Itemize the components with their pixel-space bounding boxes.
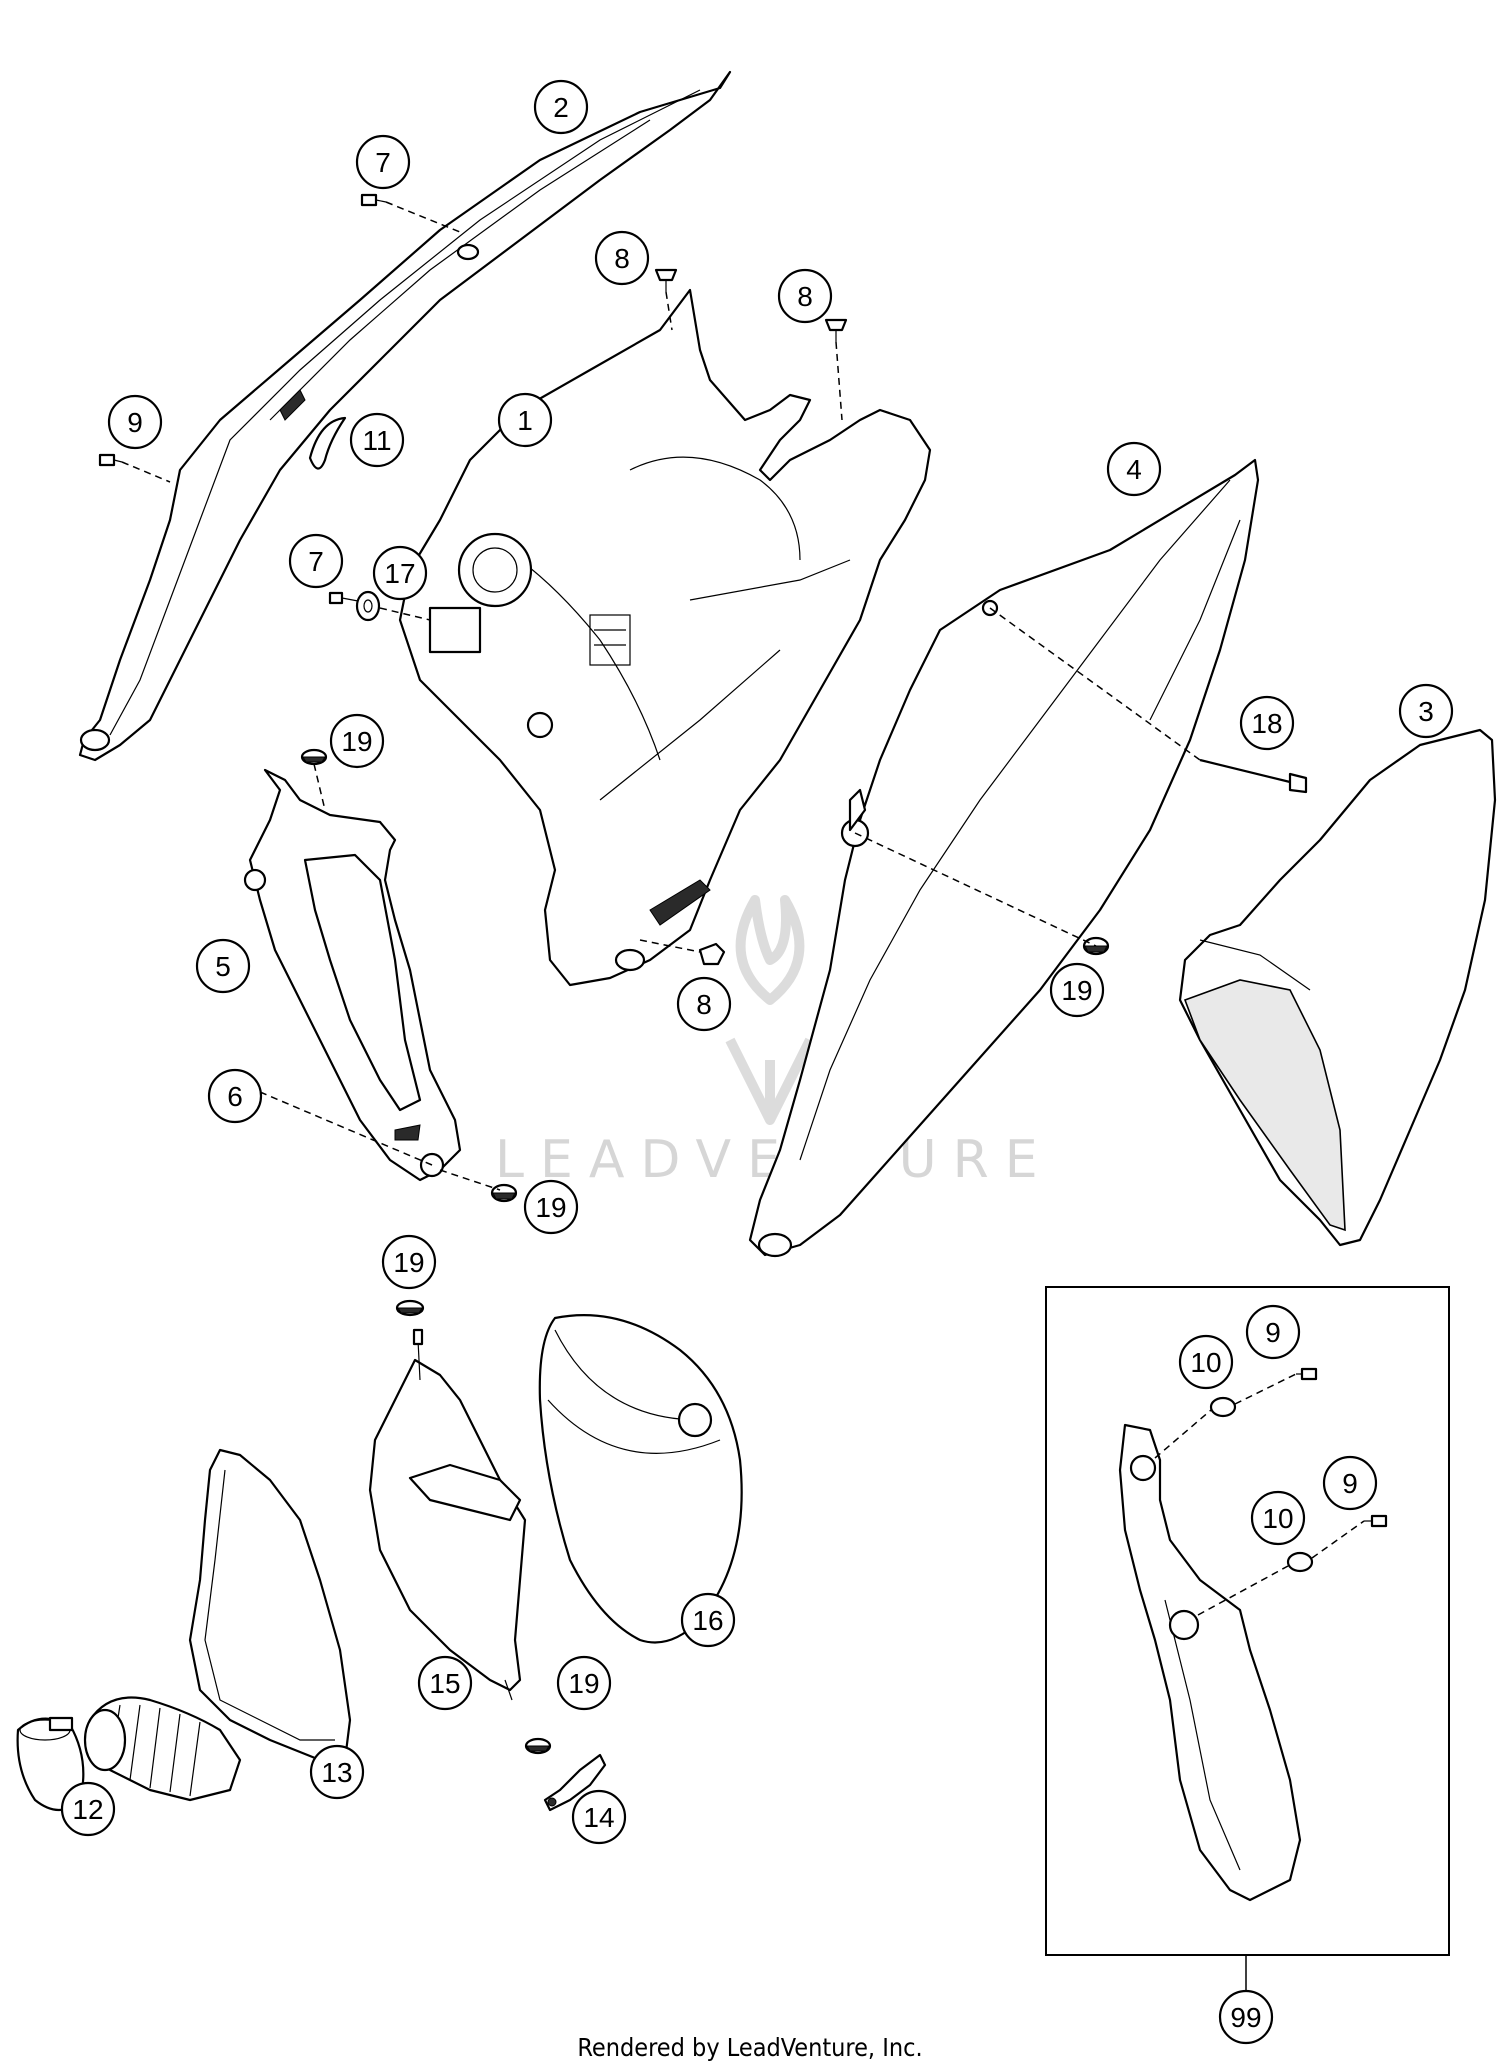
callout-19[interactable]: 19 (556, 1655, 612, 1711)
screw-8a-icon (654, 268, 678, 292)
part-11-clip (308, 416, 347, 470)
svg-text:10: 10 (1262, 1503, 1293, 1534)
part-4-side-panel (748, 458, 1260, 1258)
svg-text:16: 16 (692, 1605, 723, 1636)
svg-text:1: 1 (517, 405, 533, 436)
callout-2[interactable]: 2 (533, 79, 589, 135)
callout-19[interactable]: 19 (1049, 962, 1105, 1018)
part-2-side-rail (78, 70, 732, 762)
leader-lines (121, 201, 1365, 1990)
watermark-text: LEADVENTURE (495, 1130, 1054, 1190)
callout-19[interactable]: 19 (381, 1234, 437, 1290)
callout-13[interactable]: 13 (309, 1744, 365, 1800)
svg-text:7: 7 (375, 147, 391, 178)
callout-15[interactable]: 15 (417, 1655, 473, 1711)
part-3-side-cover (1178, 728, 1497, 1247)
callout-10[interactable]: 10 (1178, 1334, 1234, 1390)
svg-text:3: 3 (1418, 696, 1434, 727)
svg-text:8: 8 (614, 243, 630, 274)
fasteners (98, 193, 1388, 1755)
svg-text:19: 19 (535, 1192, 566, 1223)
screw-7a-icon (360, 193, 387, 207)
svg-text:10: 10 (1190, 1347, 1221, 1378)
callout-9[interactable]: 9 (1245, 1304, 1301, 1360)
svg-text:13: 13 (321, 1757, 352, 1788)
callout-14[interactable]: 14 (571, 1789, 627, 1845)
part-14-bracket (543, 1753, 607, 1812)
callout-7[interactable]: 7 (355, 134, 411, 190)
grommet-19c-icon (490, 1183, 518, 1203)
svg-text:6: 6 (227, 1081, 243, 1112)
svg-text:18: 18 (1251, 708, 1282, 739)
svg-text:8: 8 (696, 989, 712, 1020)
callout-11[interactable]: 11 (349, 412, 405, 468)
svg-text:4: 4 (1126, 454, 1142, 485)
svg-text:19: 19 (341, 726, 372, 757)
svg-text:8: 8 (797, 281, 813, 312)
callout-4[interactable]: 4 (1106, 441, 1162, 497)
callout-8[interactable]: 8 (594, 230, 650, 286)
callout-8[interactable]: 8 (777, 268, 833, 324)
callout-18[interactable]: 18 (1239, 695, 1295, 751)
svg-text:99: 99 (1230, 2002, 1261, 2033)
callout-12[interactable]: 12 (60, 1781, 116, 1837)
part-1-airbox-housing (398, 288, 932, 987)
callout-5[interactable]: 5 (195, 938, 251, 994)
washer-10a-icon (1209, 1396, 1237, 1418)
bolt-18-icon (1199, 758, 1308, 794)
svg-text:19: 19 (393, 1247, 424, 1278)
screw-8b-icon (824, 318, 848, 342)
svg-text:5: 5 (215, 951, 231, 982)
svg-text:14: 14 (583, 1802, 614, 1833)
screw-9a-icon (98, 453, 123, 467)
callout-7[interactable]: 7 (288, 533, 344, 589)
callout-9[interactable]: 9 (107, 394, 163, 450)
svg-text:9: 9 (1265, 1317, 1281, 1348)
callout-1[interactable]: 1 (497, 392, 553, 448)
nut-8c-icon (698, 942, 726, 966)
footer-credit: Rendered by LeadVenture, Inc. (577, 2033, 922, 2062)
svg-text:2: 2 (553, 92, 569, 123)
part-13-intake-boot (83, 1448, 352, 1802)
svg-text:12: 12 (72, 1794, 103, 1825)
svg-text:9: 9 (127, 407, 143, 438)
screw-9b-icon (1296, 1367, 1318, 1381)
screw-7b-icon (328, 591, 359, 605)
svg-text:9: 9 (1342, 1468, 1358, 1499)
svg-text:19: 19 (1061, 975, 1092, 1006)
callouts: 2 7 8 8 1 9 11 4 7 17 18 (60, 79, 1454, 2045)
svg-text:15: 15 (429, 1668, 460, 1699)
screw-9c-icon (1364, 1514, 1388, 1528)
svg-text:17: 17 (384, 558, 415, 589)
watermark-logo (725, 895, 815, 1125)
callout-19[interactable]: 19 (523, 1179, 579, 1235)
callout-3[interactable]: 3 (1398, 683, 1454, 739)
callout-99[interactable]: 99 (1218, 1989, 1274, 2045)
callout-16[interactable]: 16 (680, 1592, 736, 1648)
svg-text:7: 7 (308, 546, 324, 577)
grommet-19d-icon (395, 1299, 425, 1317)
callout-8[interactable]: 8 (676, 976, 732, 1032)
watermark: LEADVENTURE (495, 895, 1054, 1190)
svg-text:11: 11 (362, 425, 391, 456)
grommet-19e-icon (524, 1737, 552, 1755)
washer-10b-icon (1286, 1551, 1314, 1573)
part-5-airbox-frame (243, 768, 462, 1182)
callout-17[interactable]: 17 (372, 545, 428, 601)
grommet-19a-icon (300, 748, 328, 766)
callout-10[interactable]: 10 (1250, 1490, 1306, 1546)
callout-9[interactable]: 9 (1322, 1455, 1378, 1511)
kit-99-box (1045, 1286, 1450, 1956)
washer-17-icon (355, 590, 381, 622)
part-15-filter-cage (368, 1328, 527, 1701)
warning-label (589, 614, 631, 666)
callout-6[interactable]: 6 (207, 1068, 263, 1124)
callout-19[interactable]: 19 (329, 713, 385, 769)
svg-text:19: 19 (568, 1668, 599, 1699)
